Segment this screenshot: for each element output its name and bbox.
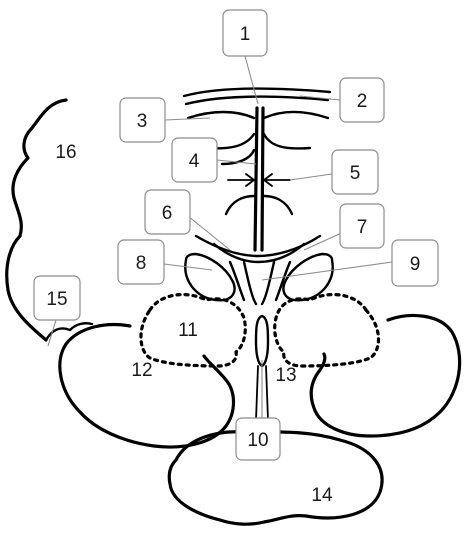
label-12: 12 [131,360,152,381]
midline-left [255,108,257,250]
left-lower-curve [226,196,254,214]
right-ventricle [283,254,332,300]
label-1: 1 [223,10,267,56]
label-8: 8 [118,240,164,284]
label-4: 4 [172,138,217,182]
left-ventricle [185,254,234,300]
left-branch-upper [188,112,254,118]
label-10: 10 [236,418,280,460]
third-ventricle-left [244,262,256,304]
label-11: 11 [178,320,198,341]
label-14: 14 [311,485,333,506]
svg-text:15: 15 [46,289,67,310]
svg-text:7: 7 [357,217,368,238]
svg-text:9: 9 [410,254,421,275]
right-dotted-region [275,295,379,366]
right-temporal-lobe [311,316,460,436]
label-3: 3 [120,98,165,142]
central-arch-inner [214,244,304,262]
central-pillar [256,316,268,366]
label-15: 15 [34,276,80,320]
svg-text:4: 4 [189,151,200,172]
label-16: 16 [55,142,76,163]
svg-text:10: 10 [247,430,268,451]
right-branch-upper [264,112,328,118]
right-lower-curve [264,196,292,214]
label-2: 2 [340,78,384,122]
right-branch-mid [264,134,310,148]
svg-text:6: 6 [162,203,173,224]
svg-text:8: 8 [136,253,147,274]
label-13: 13 [275,365,296,386]
right-inner-arc [276,262,290,300]
label-9: 9 [392,240,438,286]
left-temporal-lobe [60,325,234,447]
svg-text:1: 1 [240,24,251,45]
svg-text:5: 5 [350,163,361,184]
top-arc-outer [184,89,330,96]
label-7: 7 [340,204,384,248]
label-5: 5 [332,150,378,194]
svg-text:2: 2 [357,91,368,112]
third-ventricle-right [262,262,274,304]
label-6: 6 [145,190,190,234]
midline-right [262,108,263,250]
svg-text:3: 3 [137,111,148,132]
